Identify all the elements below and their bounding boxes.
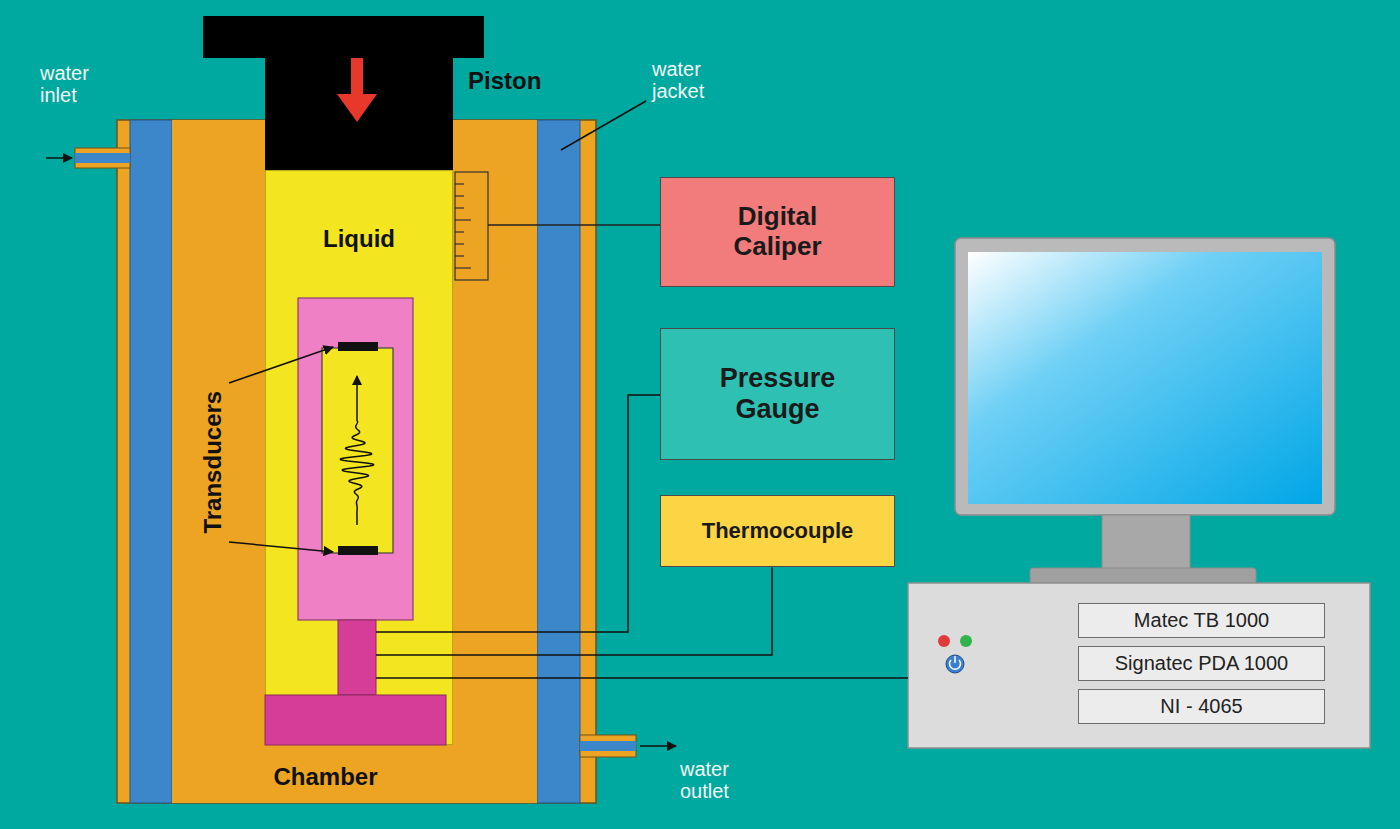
ultrasonic-wave (340, 421, 373, 525)
force-arrow (337, 58, 377, 122)
sensor-base (265, 695, 446, 745)
water-jacket-left (130, 120, 172, 803)
node-label: Chamber (273, 763, 377, 791)
pointer-arrow (229, 347, 333, 383)
label-holder: water jacket (652, 58, 734, 102)
transducer (338, 342, 378, 351)
gauge-box: Pressure Gauge (660, 328, 895, 460)
computer-case (908, 583, 1370, 748)
card-slot: Signatec PDA 1000 (1078, 646, 1325, 681)
inflow-arrow (46, 157, 72, 159)
label-holder: water inlet (40, 62, 102, 106)
caliper-wire (488, 224, 660, 226)
node-label: Matec TB 1000 (1134, 609, 1269, 632)
liquid-region: Liquid (265, 170, 453, 745)
transducer (338, 546, 378, 555)
node-label: Pressure Gauge (703, 363, 853, 425)
monitor-neck (1102, 515, 1190, 570)
water-jacket-right (537, 120, 580, 803)
node-label: Thermocouple (702, 518, 854, 543)
status-led (960, 635, 972, 647)
flow-label: water inlet (40, 62, 102, 106)
scale-ticks (455, 184, 471, 268)
piston-body (203, 16, 484, 170)
label-holder: water outlet (680, 758, 752, 802)
inlet-pipe (75, 148, 130, 168)
card-slot: Matec TB 1000 (1078, 603, 1325, 638)
node-label: Digital Caliper (703, 202, 853, 262)
label-holder: Transducers (142, 449, 285, 475)
node-label: Signatec PDA 1000 (1115, 652, 1288, 675)
sample-cell (322, 348, 393, 553)
caliper-box: Digital Caliper (660, 177, 895, 287)
caliper-scale (455, 172, 488, 280)
signal-wire (376, 677, 908, 679)
part-label: water jacket (652, 58, 734, 102)
node-label: Liquid (323, 225, 395, 253)
outflow-arrow (640, 745, 676, 747)
part-label: Piston (468, 68, 541, 94)
sensor-stem (338, 620, 376, 695)
power-button (946, 655, 964, 673)
power-icon (954, 656, 956, 663)
chamber-body: Chamber Liquid (172, 120, 537, 803)
outlet-pipe-water (580, 741, 636, 751)
signal-wire (376, 567, 772, 655)
flow-label: water outlet (680, 758, 752, 802)
housing-wall (117, 120, 596, 803)
monitor-base (1030, 568, 1256, 584)
part-label: Transducers (200, 391, 226, 534)
leader-line (561, 101, 646, 150)
status-led (938, 635, 950, 647)
sensor-holder (298, 298, 413, 620)
signal-wire (376, 395, 660, 632)
pointer-arrow (229, 542, 333, 552)
wave-direction (356, 376, 358, 421)
monitor-screen (968, 252, 1322, 504)
outlet-pipe (580, 735, 636, 757)
node-label: NI - 4065 (1160, 695, 1242, 718)
label-holder: Piston (468, 68, 541, 94)
inlet-pipe-water (75, 153, 130, 163)
monitor-frame (955, 238, 1335, 515)
card-slot: NI - 4065 (1078, 689, 1325, 724)
thermocouple-box: Thermocouple (660, 495, 895, 567)
